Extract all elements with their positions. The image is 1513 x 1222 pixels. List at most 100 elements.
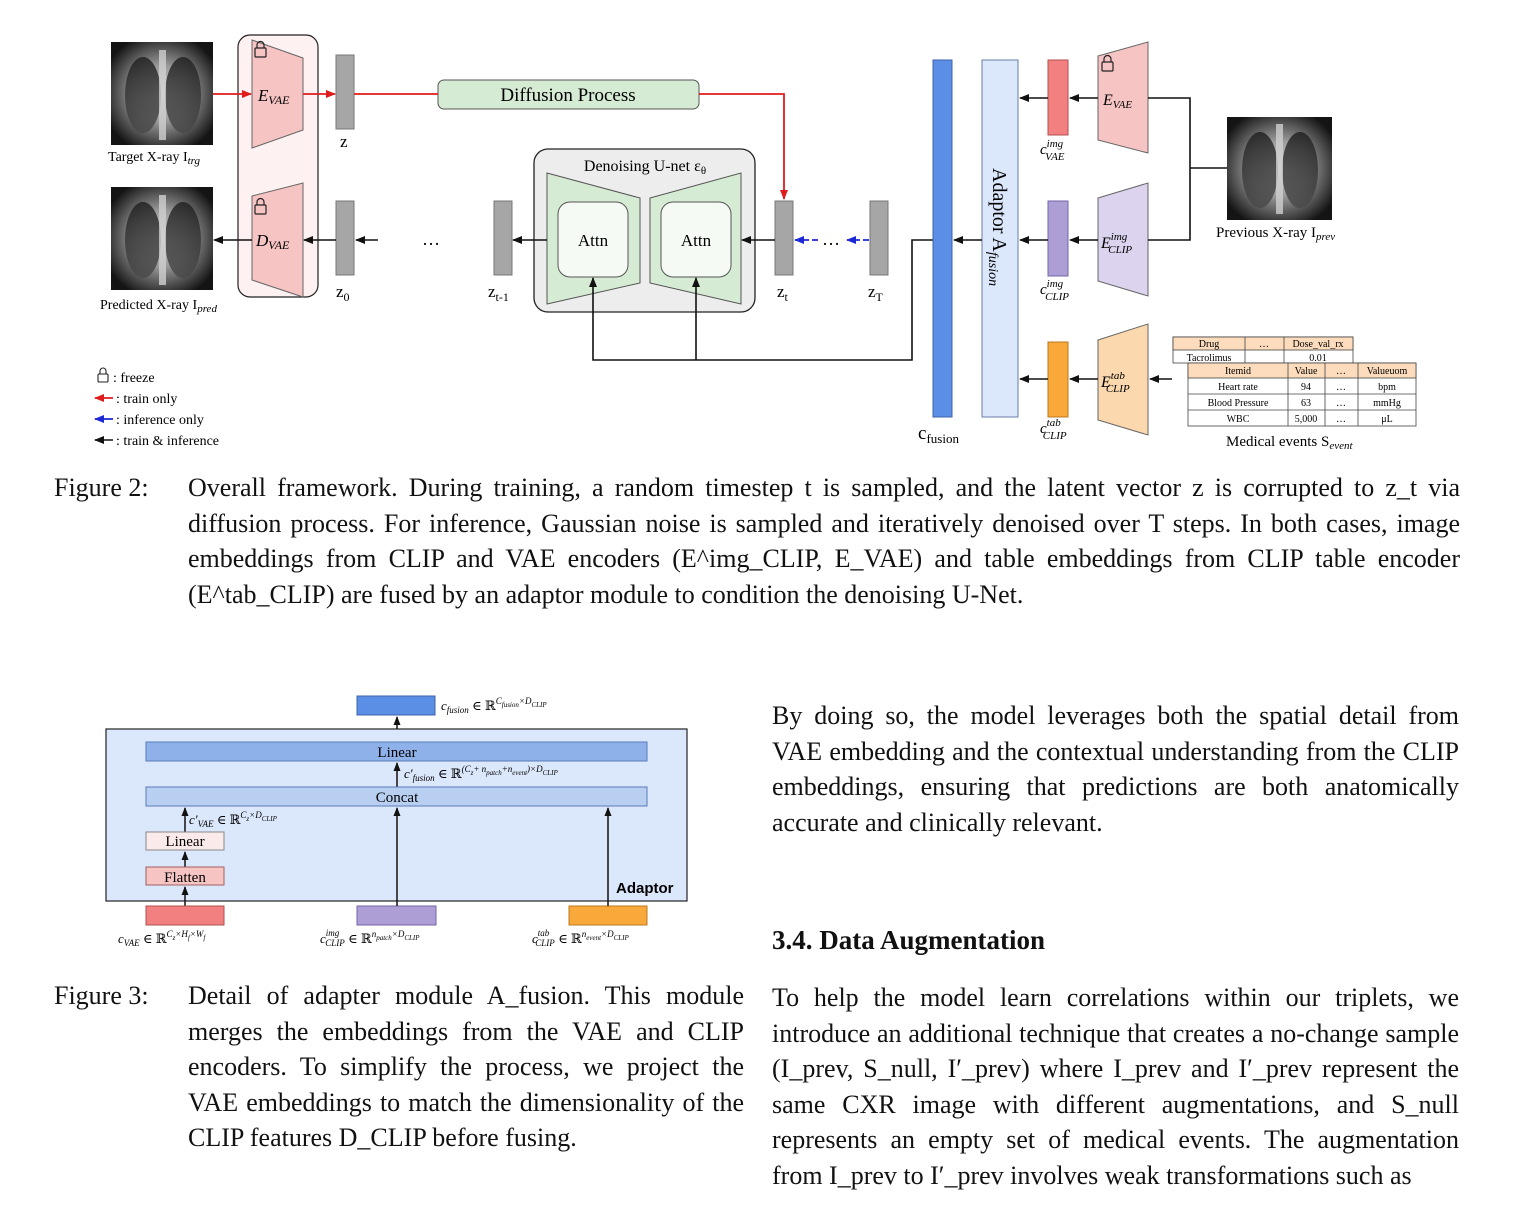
vae-encoder-block-right bbox=[1097, 41, 1149, 154]
measurement-table-header: Itemid bbox=[1225, 366, 1251, 377]
latent-zt-bar bbox=[774, 200, 794, 276]
drug-table-header: Drug bbox=[1199, 339, 1220, 350]
measurement-table-cell: μL bbox=[1381, 414, 1392, 425]
target-xray-label: Target X-ray Itrg bbox=[108, 150, 201, 167]
legend-freeze: : freeze bbox=[113, 371, 155, 386]
target-xray-image bbox=[111, 42, 213, 145]
predicted-xray-label: Predicted X-ray Ipred bbox=[100, 298, 217, 315]
measurement-table-cell: WBC bbox=[1227, 414, 1250, 425]
figure-3-caption-text: Detail of adapter module A_fusion. This … bbox=[188, 981, 744, 1152]
measurement-table-cell: … bbox=[1336, 382, 1346, 393]
c-prime-vae-label: c′VAE ∈ ℝCz×DCLIP bbox=[189, 810, 278, 829]
c-clip-img-bar bbox=[1047, 200, 1069, 277]
body-paragraph: To help the model learn correlations wit… bbox=[772, 983, 1459, 1190]
c-vae-input-bar bbox=[145, 905, 225, 926]
figure-3-diagram: cfusion ∈ ℝCfusion×DCLIP Adaptor Linear … bbox=[105, 695, 688, 948]
train-arrow bbox=[699, 93, 788, 200]
medical-events-label: Medical events Sevent bbox=[1226, 434, 1353, 452]
c-fusion-output-label: cfusion ∈ ℝCfusion×DCLIP bbox=[441, 696, 547, 715]
latent-zt-minus-1-bar bbox=[493, 200, 513, 276]
c-prime-fusion-label: c′fusion ∈ ℝ(Cz+ npatch+nevent)×DCLIP bbox=[404, 764, 559, 783]
drug-table-header: … bbox=[1259, 339, 1269, 350]
linear-layer-small-label: Linear bbox=[165, 834, 204, 850]
c-vae-img-bar bbox=[1047, 59, 1069, 136]
attn-label: Attn bbox=[681, 231, 712, 250]
drug-table-header: Dose_val_rx bbox=[1292, 339, 1343, 350]
c-fusion-bar bbox=[932, 59, 953, 418]
vae-decoder-label: DVAE bbox=[255, 231, 290, 252]
measurement-table-cell: mmHg bbox=[1373, 398, 1401, 409]
lock-icon bbox=[1101, 54, 1114, 72]
figure-3-caption-label: Figure 3: bbox=[54, 981, 149, 1010]
drug-table-cell: Tacrolimus bbox=[1187, 353, 1232, 364]
diffusion-process-label: Diffusion Process bbox=[500, 85, 635, 106]
legend: : freeze : train only : inference only :… bbox=[94, 367, 219, 449]
clip-image-encoder-block bbox=[1097, 182, 1149, 297]
legend-train-only: : train only bbox=[116, 392, 177, 407]
ellipsis: … bbox=[822, 229, 840, 249]
vae-encoder-label: EVAE bbox=[257, 86, 290, 107]
measurement-table: Itemid Value … Valueuom Heart rate 94 … … bbox=[1187, 362, 1417, 427]
figure-2-caption-text: Overall framework. During training, a ra… bbox=[188, 473, 1460, 609]
latent-z-label: z bbox=[340, 132, 348, 151]
linear-layer-top bbox=[145, 741, 648, 762]
unet-title: Denoising U-net εθ bbox=[584, 158, 706, 177]
lock-icon bbox=[254, 197, 267, 215]
measurement-table-cell: … bbox=[1336, 414, 1346, 425]
adaptor-label: Adaptor Afusion bbox=[985, 168, 1010, 286]
latent-zT-label: zT bbox=[868, 282, 884, 304]
measurement-table-header: … bbox=[1336, 366, 1346, 377]
measurement-table-cell: Blood Pressure bbox=[1208, 398, 1269, 409]
linear-layer-top-label: Linear bbox=[377, 745, 416, 761]
previous-xray-image bbox=[1227, 117, 1332, 220]
vae-encoder-block bbox=[251, 39, 304, 149]
section-heading: 3.4. Data Augmentation bbox=[772, 925, 1046, 955]
measurement-table-cell: 5,000 bbox=[1295, 414, 1318, 425]
c-clip-img-input-bar bbox=[356, 905, 437, 926]
c-clip-tab-bar bbox=[1047, 341, 1069, 418]
latent-z0-label: z0 bbox=[336, 282, 350, 304]
latent-z0-bar bbox=[335, 200, 355, 276]
adaptor-block bbox=[981, 59, 1019, 418]
measurement-table-header: Value bbox=[1295, 366, 1318, 377]
c-clip-tab-input-bar bbox=[568, 905, 648, 926]
linear-layer-small bbox=[145, 831, 225, 851]
legend-train-inference: : train & inference bbox=[116, 434, 219, 449]
lock-icon bbox=[254, 40, 267, 58]
prev-xray-connector bbox=[1148, 97, 1191, 241]
drug-table-cell: 0.01 bbox=[1309, 353, 1327, 364]
adaptor-module-label: Adaptor bbox=[616, 880, 674, 897]
concat-label: Concat bbox=[376, 790, 419, 806]
measurement-table-header: Valueuom bbox=[1367, 366, 1408, 377]
attn-label: Attn bbox=[578, 231, 609, 250]
ellipsis: … bbox=[422, 229, 440, 249]
flatten-layer bbox=[145, 866, 225, 886]
latent-z-bar bbox=[335, 54, 355, 130]
measurement-table-cell: 94 bbox=[1301, 382, 1311, 393]
legend-inference-only: : inference only bbox=[116, 413, 204, 428]
drug-table: Drug … Dose_val_rx Tacrolimus 0.01 bbox=[1172, 336, 1354, 364]
latent-zt-minus-1-label: zt-1 bbox=[488, 282, 509, 304]
c-fusion-output-bar bbox=[356, 695, 436, 716]
c-vae-input-label: cVAE ∈ ℝCz×Hf×Wf bbox=[118, 929, 206, 948]
clip-table-encoder-block bbox=[1097, 323, 1149, 436]
figure-2-caption-label: Figure 2: bbox=[54, 473, 149, 502]
lock-icon bbox=[97, 367, 109, 383]
flatten-label: Flatten bbox=[164, 870, 206, 886]
latent-zT-bar bbox=[869, 200, 889, 276]
figure-2-diagram: Target X-ray Itrg Predicted X-ray Ipred … bbox=[94, 34, 1417, 452]
measurement-table-cell: 63 bbox=[1301, 398, 1311, 409]
c-fusion-label: cfusion bbox=[918, 423, 959, 446]
measurement-table-cell: Heart rate bbox=[1218, 382, 1258, 393]
body-paragraph: By doing so, the model leverages both th… bbox=[772, 701, 1459, 837]
vae-encoder-right-label: EVAE bbox=[1102, 92, 1132, 111]
latent-zt-label: zt bbox=[777, 282, 789, 304]
concat-layer bbox=[145, 786, 648, 807]
